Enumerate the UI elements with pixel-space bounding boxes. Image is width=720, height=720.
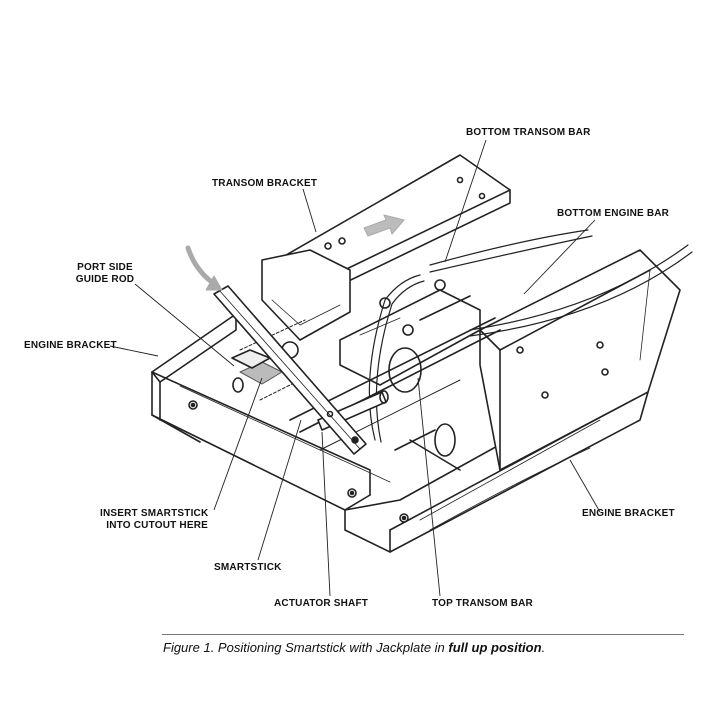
leader-engine-bracket-left — [109, 345, 159, 357]
leader-top-transom-bar — [417, 377, 441, 597]
cables-part — [368, 229, 693, 443]
figure-caption: Figure 1. Positioning Smartstick with Ja… — [163, 640, 545, 655]
leader-insert-smartstick — [213, 377, 263, 511]
label-insert-line-1: INSERT SMARTSTICK — [100, 508, 209, 519]
left-side-plate-part — [261, 249, 351, 359]
caption-rule — [162, 634, 684, 635]
caption-emphasis: full up position — [448, 640, 542, 655]
leader-port-side-guide-rod — [134, 283, 235, 367]
label-actuator-shaft: ACTUATOR SHAFT — [274, 598, 369, 609]
leader-smartstick — [257, 419, 302, 561]
label-top-transom-bar: TOP TRANSOM BAR — [432, 598, 533, 609]
label-bottom-transom-bar: BOTTOM TRANSOM BAR — [466, 127, 591, 138]
leader-bottom-engine-bar — [523, 219, 596, 295]
caption-prefix: Figure 1. Positioning Smartstick with Ja… — [163, 640, 449, 655]
label-insert-smartstick: INSERT SMARTSTICK INTO CUTOUT HERE — [100, 508, 208, 532]
leader-transom-bracket — [302, 188, 317, 233]
leader-engine-bracket-right — [569, 459, 601, 513]
label-port-side-guide-rod: PORT SIDE GUIDE ROD — [70, 262, 140, 286]
label-port-side-line-2: GUIDE ROD — [75, 274, 135, 285]
label-engine-bracket-right: ENGINE BRACKET — [582, 508, 675, 519]
label-insert-line-2: INTO CUTOUT HERE — [106, 520, 208, 531]
smartstick-part — [213, 285, 367, 455]
leader-bottom-transom-bar — [444, 139, 487, 263]
label-smartstick: SMARTSTICK — [214, 562, 282, 573]
direction-arrow-icon — [363, 214, 405, 237]
caption-suffix: . — [541, 640, 546, 655]
label-bottom-engine-bar: BOTTOM ENGINE BAR — [557, 208, 670, 219]
curved-arrow-icon — [185, 245, 223, 291]
label-engine-bracket-left: ENGINE BRACKET — [24, 340, 117, 351]
engine-bracket-left-part — [151, 313, 391, 511]
label-port-side-line-1: PORT SIDE — [77, 262, 133, 273]
leader-actuator-shaft — [321, 431, 331, 597]
label-transom-bracket: TRANSOM BRACKET — [212, 178, 318, 189]
